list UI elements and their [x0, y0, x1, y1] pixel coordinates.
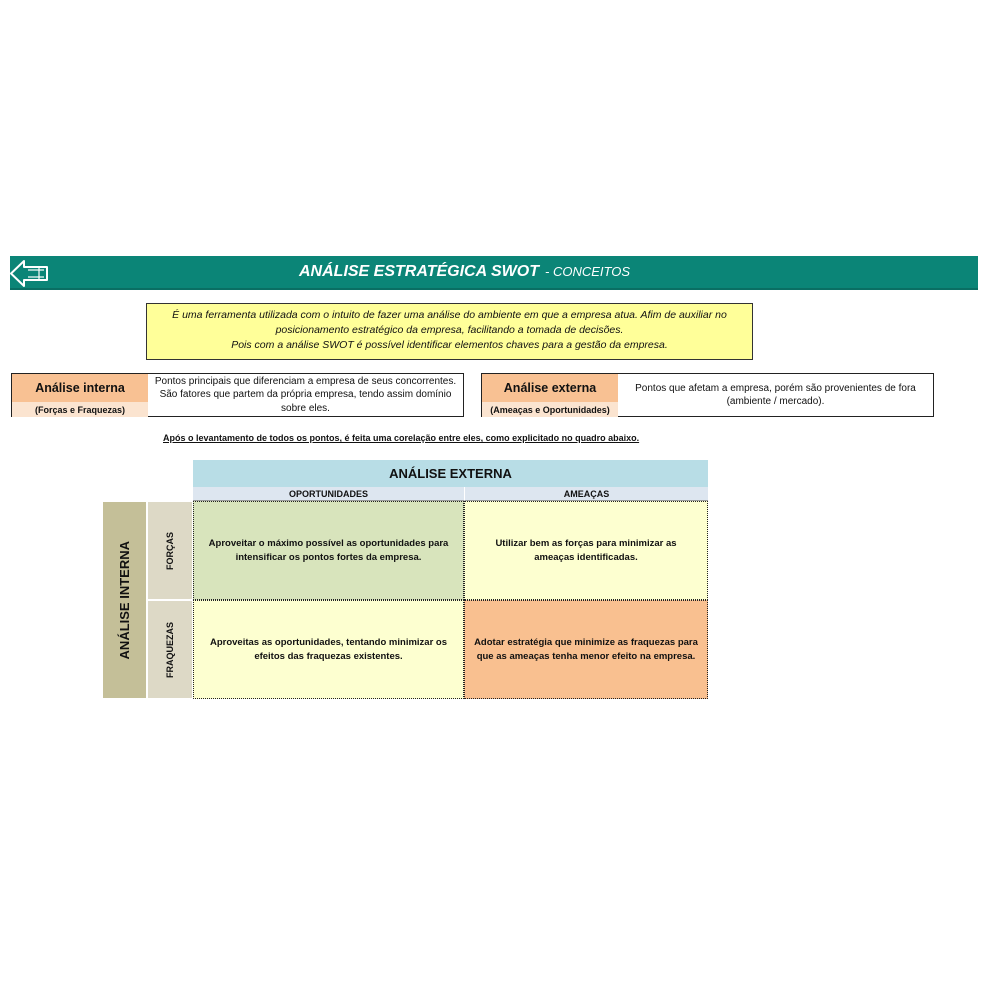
header-bar	[10, 256, 978, 290]
intro-line-1: É uma ferramenta utilizada com o intuito…	[172, 309, 727, 321]
page-title: ANÁLISE ESTRATÉGICA SWOT	[299, 263, 539, 280]
internal-analysis-label: Análise interna	[12, 374, 148, 402]
internal-analysis-box: Análise interna (Forças e Fraquezas) Pon…	[11, 373, 464, 417]
correlation-note: Após o levantamento de todos os pontos, …	[163, 433, 640, 443]
back-arrow-icon	[10, 260, 48, 287]
external-analysis-box: Análise externa (Ameaças e Oportunidades…	[481, 373, 934, 417]
row-strengths: FORÇAS	[148, 502, 192, 599]
cell-weaknesses-opportunities: Aproveitas as oportunidades, tentando mi…	[193, 600, 464, 699]
page-title-group: ANÁLISE ESTRATÉGICA SWOT - CONCEITOS	[299, 263, 630, 281]
internal-analysis-sublabel: (Forças e Fraquezas)	[12, 402, 148, 417]
internal-analysis-title: ANÁLISE INTERNA	[117, 540, 132, 660]
column-threats: AMEAÇAS	[464, 487, 708, 501]
intro-box: É uma ferramenta utilizada com o intuito…	[146, 303, 753, 360]
column-opportunities: OPORTUNIDADES	[193, 487, 464, 501]
page-subtitle: - CONCEITOS	[545, 264, 630, 279]
external-analysis-header: ANÁLISE EXTERNA	[193, 460, 708, 487]
cell-strengths-opportunities: Aproveitar o máximo possível as oportuni…	[193, 501, 464, 600]
external-analysis-description: Pontos que afetam a empresa, porém são p…	[635, 382, 916, 408]
internal-analysis-description: Pontos principais que diferenciam a empr…	[154, 375, 457, 414]
row-weaknesses: FRAQUEZAS	[148, 601, 192, 698]
back-button[interactable]	[9, 259, 49, 288]
cell-weaknesses-threats: Adotar estratégia que minimize as fraque…	[464, 600, 708, 699]
intro-line-2: posicionamento estratégico da empresa, f…	[275, 324, 624, 336]
intro-line-3: Pois com a análise SWOT é possível ident…	[231, 339, 668, 351]
internal-analysis-header: ANÁLISE INTERNA	[103, 502, 146, 698]
cell-strengths-threats: Utilizar bem as forças para minimizar as…	[464, 501, 708, 600]
external-analysis-sublabel: (Ameaças e Oportunidades)	[482, 402, 618, 417]
row-weaknesses-label: FRAQUEZAS	[165, 621, 175, 678]
row-strengths-label: FORÇAS	[165, 531, 175, 570]
external-analysis-label: Análise externa	[482, 374, 618, 402]
